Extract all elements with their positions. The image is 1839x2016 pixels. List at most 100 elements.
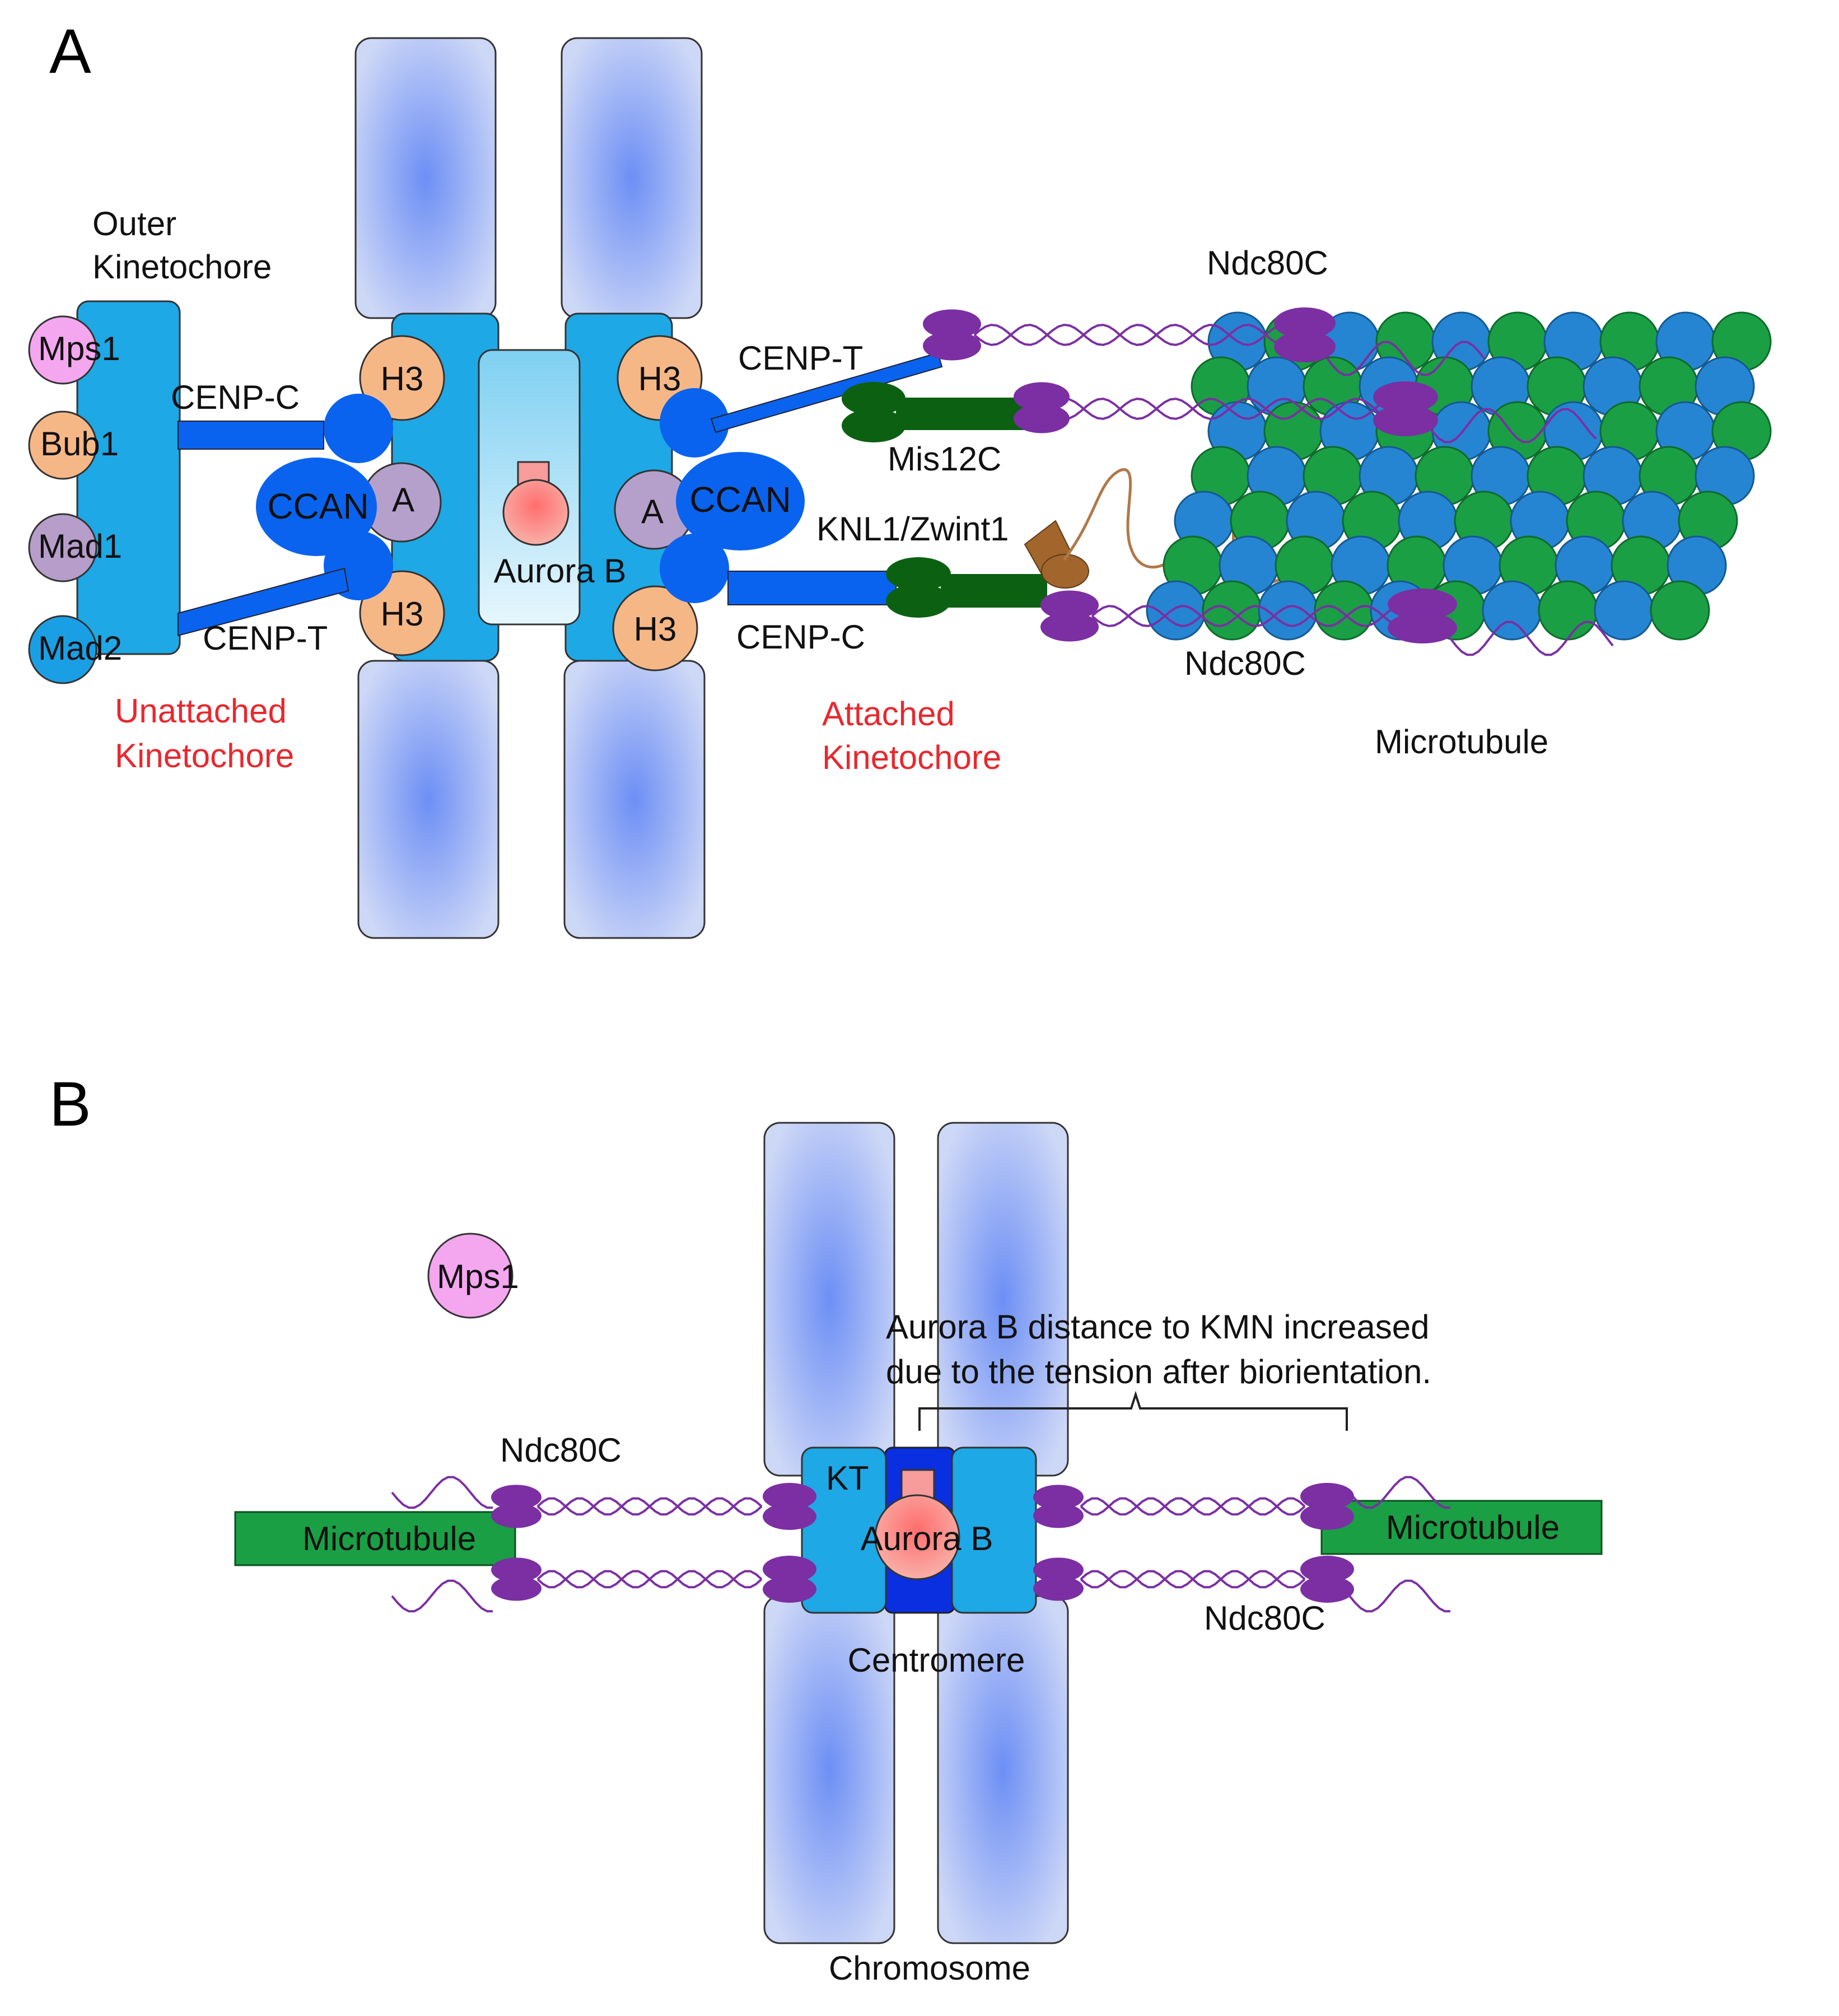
- ndc80-head: [1388, 612, 1457, 643]
- outer-kinetochore-plate: [76, 300, 181, 655]
- ndc80-tail: [391, 1476, 493, 1509]
- unattached-label-line2: Kinetochore: [115, 737, 294, 774]
- tubulin-subunit: [1482, 580, 1542, 641]
- ccan-left-label: CCAN: [267, 486, 368, 526]
- ndc80-coil-strand: [536, 1497, 763, 1516]
- ndc80-tail: [1326, 340, 1485, 376]
- ndc80-head: [1040, 612, 1099, 642]
- mps1-free-label: Mps1: [437, 1258, 519, 1295]
- ndc80-head: [923, 331, 981, 361]
- ndc80-coil-strand: [536, 1570, 763, 1589]
- aurora-b-cap-b: [900, 1469, 935, 1499]
- ndc80-head: [1040, 590, 1099, 620]
- ndc80-coil-strand: [973, 324, 1283, 346]
- h3-bottom-right: [612, 585, 698, 671]
- knl1-zwint1-label: KNL1/Zwint1: [816, 510, 1009, 548]
- ndc80-head: [1300, 1576, 1354, 1603]
- microtubule-right: [1320, 1500, 1603, 1555]
- ndc80-head: [1033, 1557, 1084, 1583]
- centromere-label: Centromere: [848, 1641, 1025, 1679]
- ndc80-head: [1033, 1576, 1084, 1601]
- attached-label-line2: Kinetochore: [822, 739, 1001, 776]
- mad1-protein: [28, 513, 97, 582]
- tubulin-subunit: [1538, 580, 1598, 641]
- cenp-c-left-rod: [178, 421, 324, 450]
- ndc80-tail: [1427, 408, 1597, 444]
- aurora-b-label: Aurora B: [494, 552, 627, 590]
- ndc80-tail: [391, 1579, 493, 1613]
- mis12c-label: Mis12C: [888, 440, 1001, 478]
- tubulin-subunit: [1650, 580, 1710, 641]
- panel-a-letter: A: [49, 16, 91, 86]
- ndc80-head: [1014, 404, 1070, 433]
- annotation-line2: due to the tension after biorientation.: [886, 1353, 1431, 1390]
- ndc80-coil-strand: [973, 324, 1283, 346]
- cenp-a-left-label: A: [392, 481, 414, 519]
- ndc80-head: [1300, 1556, 1354, 1583]
- h3-top-right-label: H3: [638, 360, 682, 398]
- ndc80-head: [763, 1483, 816, 1510]
- chromatid-arm-top-left: [354, 37, 497, 319]
- aurora-b-b-label: Aurora B: [861, 1520, 993, 1557]
- chromatid-arm-bottom-right: [563, 660, 706, 939]
- aurora-b-sphere: [502, 479, 570, 546]
- h3-bottom-left: [359, 570, 445, 656]
- outer-kinetochore-label-line2: Kinetochore: [92, 248, 272, 286]
- ndc80-coil-strand: [1046, 398, 1384, 420]
- distance-bracket: [918, 1390, 1348, 1431]
- microtubule-left-label: Microtubule: [302, 1520, 476, 1557]
- panel-a: A Aurora B H3 H3 H3 H3 A CCAN: [28, 16, 1772, 939]
- cenp-c-right-rod: [727, 571, 897, 605]
- ndc80-head: [763, 1503, 816, 1530]
- panel-b: B Mps1 KT Aurora B Centromere Chromosome…: [49, 1069, 1603, 1987]
- ndc80-tail: [1348, 1476, 1450, 1509]
- ndc80-head: [1388, 589, 1457, 620]
- ndc80-head: [491, 1557, 542, 1583]
- mad2-label: Mad2: [38, 629, 122, 667]
- tubulin-subunit: [1594, 580, 1654, 641]
- ndc80c-left-label: Ndc80C: [500, 1431, 622, 1469]
- mad2-protein: [28, 615, 97, 684]
- chromatid-arm-top-right-b: [937, 1122, 1069, 1477]
- mps1-protein-free: [427, 1233, 514, 1319]
- ndc80-tail: [1348, 1579, 1450, 1613]
- cenp-t-right-rod: [710, 352, 943, 433]
- ndc80c-right-label: Ndc80C: [1204, 1599, 1325, 1637]
- ndc80-head: [1274, 307, 1336, 339]
- ndc80c-top-label: Ndc80C: [1207, 244, 1328, 282]
- mad1-label: Mad1: [38, 528, 122, 565]
- ccan-left: [256, 394, 393, 600]
- outer-kinetochore-label-line1: Outer: [92, 205, 176, 242]
- h3-top-left: [359, 335, 445, 421]
- annotation-line1: Aurora B distance to KMN increased: [886, 1308, 1429, 1346]
- h3-top-left-label: H3: [381, 360, 424, 398]
- kt-label: KT: [826, 1459, 869, 1497]
- attached-label-line1: Attached: [822, 695, 955, 732]
- microtubule-right-label: Microtubule: [1386, 1509, 1560, 1546]
- unattached-label-line1: Unattached: [115, 692, 287, 730]
- tubulin-subunit: [1146, 580, 1206, 641]
- ndc80c-fibers-b: [391, 1476, 1450, 1613]
- ndc80-head: [923, 309, 981, 339]
- ndc80-coil-strand: [1080, 1570, 1306, 1589]
- mps1-label: Mps1: [38, 330, 120, 367]
- ndc80-head: [1300, 1483, 1354, 1510]
- microtubule-left: [234, 1511, 516, 1566]
- cenp-c-left-label: CENP-C: [171, 379, 300, 416]
- cenp-c-right-label: CENP-C: [736, 618, 865, 656]
- chromatid-arm-top-right: [561, 37, 703, 319]
- ndc80-head: [1373, 381, 1438, 413]
- h3-bottom-left-label: H3: [381, 595, 424, 633]
- ccan-right-label: CCAN: [689, 479, 791, 520]
- ndc80-coil-strand: [1091, 605, 1401, 627]
- ndc80-head: [491, 1576, 542, 1601]
- ndc80-head: [1014, 382, 1070, 412]
- microtubule-lattice: [1146, 311, 1772, 641]
- chromatid-arm-bottom-left: [357, 660, 500, 939]
- mis12c-lower: [886, 557, 1047, 618]
- ndc80-coil-strand: [1080, 1497, 1306, 1516]
- bub1-label: Bub1: [40, 425, 119, 463]
- chromatid-arm-top-left-b: [763, 1122, 895, 1477]
